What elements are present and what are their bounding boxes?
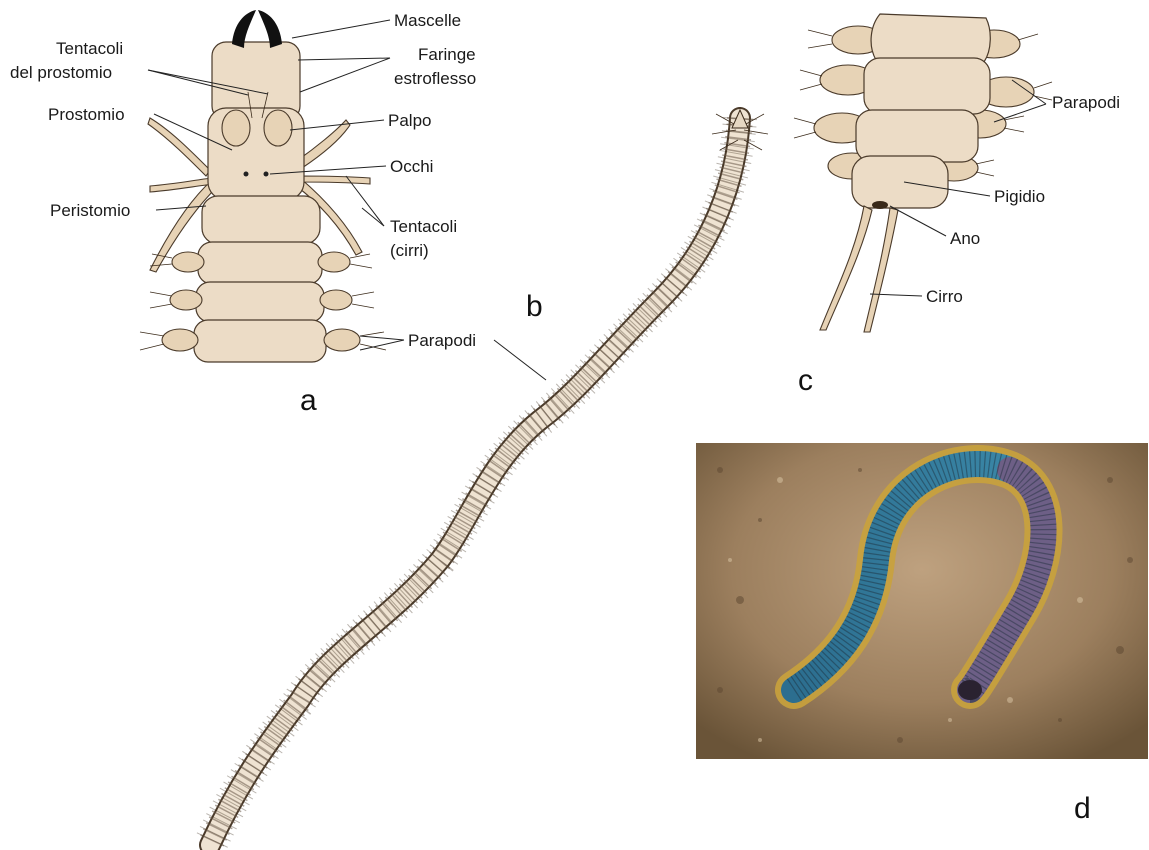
label-pigidio: Pigidio <box>994 187 1045 206</box>
label-parapodi-c: Parapodi <box>1052 93 1120 112</box>
panel-label-a: a <box>300 384 317 417</box>
label-peristomio: Peristomio <box>50 201 130 220</box>
label-prostomio: Prostomio <box>48 105 125 124</box>
label-faringe-2: estroflesso <box>394 69 476 88</box>
label-mascelle: Mascelle <box>394 11 461 30</box>
panel-label-c: c <box>798 364 813 397</box>
label-tentacoli-prostomio-2: del prostomio <box>10 63 112 82</box>
label-tentacoli-cirri-1: Tentacoli <box>390 217 457 236</box>
labels-b: b <box>494 290 546 380</box>
label-palpo: Palpo <box>388 111 431 130</box>
anterior-end-drawing <box>140 10 386 362</box>
label-parapodi-a: Parapodi <box>408 331 476 350</box>
label-cirro: Cirro <box>926 287 963 306</box>
posterior-end-drawing <box>794 14 1052 332</box>
label-faringe-1: Faringe <box>418 45 476 64</box>
label-occhi: Occhi <box>390 157 433 176</box>
nereis-photo <box>696 443 1148 759</box>
label-tentacoli-cirri-2: (cirri) <box>390 241 429 260</box>
label-ano: Ano <box>950 229 980 248</box>
panel-label-d: d <box>1074 792 1091 825</box>
panel-label-b: b <box>526 290 543 323</box>
label-tentacoli-prostomio-1: Tentacoli <box>56 39 123 58</box>
